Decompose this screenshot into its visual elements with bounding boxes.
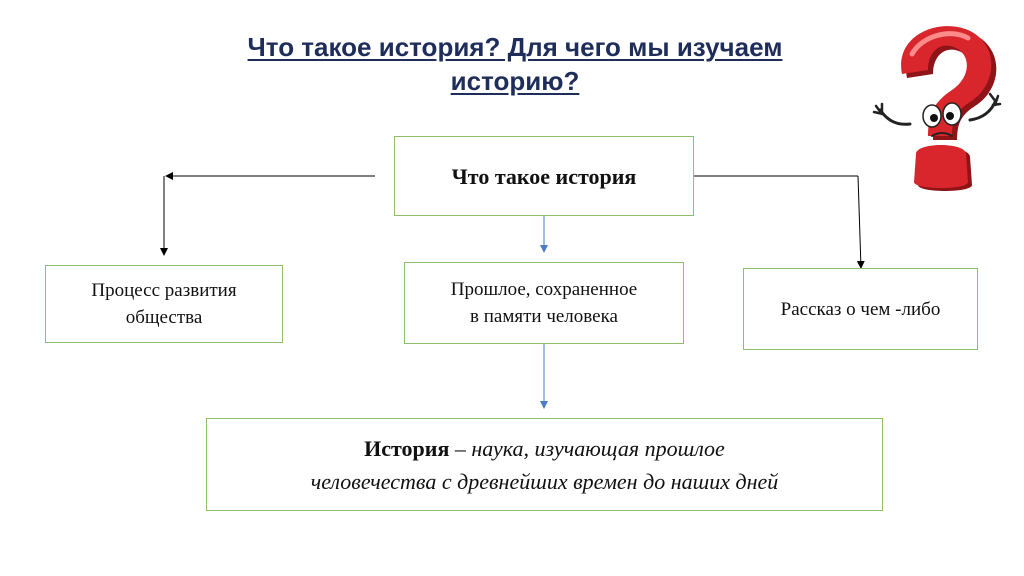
connector-right-vertical [856, 175, 865, 269]
slide-title: Что такое история? Для чего мы изучаем и… [150, 30, 880, 98]
definition-box: История – наука, изучающая прошлое челов… [206, 418, 883, 511]
left-box: Процесс развития общества [45, 265, 283, 343]
root-box-label: Что такое история [451, 163, 637, 189]
definition-line-1: История – наука, изучающая прошлое [311, 432, 779, 465]
slide-title-line-1: Что такое история? Для чего мы изучаем [247, 32, 783, 62]
root-box: Что такое история [394, 136, 694, 216]
left-box-line-1: Процесс развития [91, 280, 237, 301]
middle-box-line-1: Прошлое, сохраненное [450, 279, 638, 300]
right-box: Рассказ о чем -либо [743, 268, 978, 350]
question-mark-character-icon [872, 26, 1002, 191]
middle-box-line-2: в памяти человека [470, 306, 618, 327]
left-box-line-2: общества [125, 307, 203, 328]
right-box-label: Рассказ о чем -либо [780, 298, 941, 320]
definition-line-1-rest: – наука, изучающая прошлое [449, 435, 725, 461]
definition-line-2: человечества с древнейших времен до наши… [310, 468, 779, 494]
slide-title-line-2: историю? [450, 66, 580, 96]
middle-box: Прошлое, сохраненное в памяти человека [404, 262, 684, 344]
definition-term: История [364, 435, 450, 461]
